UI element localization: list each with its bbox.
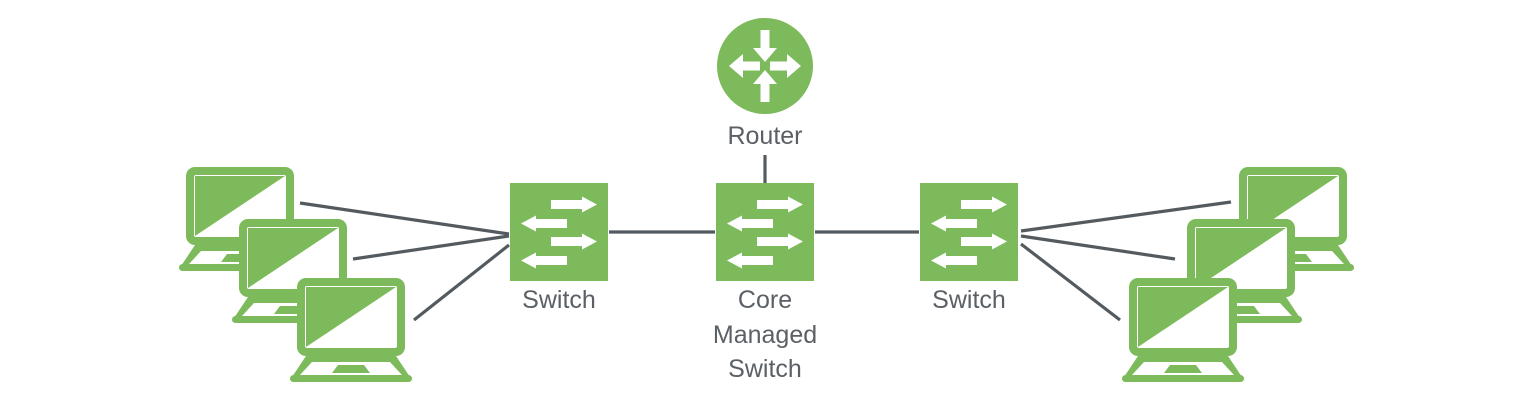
node-switch-right[interactable]: Switch (920, 183, 1018, 314)
link-layer (299, 155, 1232, 322)
laptop-cluster-left (179, 167, 412, 382)
switch-icon[interactable] (920, 183, 1018, 281)
laptop-icon[interactable] (1122, 278, 1244, 382)
link-switch-right-to-laptop-right-1 (1020, 200, 1232, 233)
router-icon[interactable] (717, 18, 813, 114)
node-switch-left[interactable]: Switch (510, 183, 608, 314)
node-router[interactable]: Router (717, 18, 813, 150)
laptop-cluster-right (1122, 167, 1354, 382)
core-switch-label-line-2: Managed (713, 321, 817, 349)
switch-icon[interactable] (716, 183, 814, 281)
switch-icon[interactable] (510, 183, 608, 281)
core-switch-label-line-1: Core (738, 286, 792, 314)
core-switch-label-line-3: Switch (728, 355, 802, 383)
link-laptop-left-1-to-switch-left (299, 201, 510, 236)
switch-right-label: Switch (932, 286, 1006, 314)
router-label: Router (727, 122, 802, 150)
link-laptop-left-3-to-switch-left (413, 243, 510, 322)
laptop-icon[interactable] (290, 278, 412, 382)
node-core-managed-switch[interactable]: Core Managed Switch (713, 183, 817, 383)
link-laptop-left-2-to-switch-left (352, 234, 510, 261)
link-switch-right-to-laptop-right-2 (1020, 234, 1176, 261)
link-switch-right-to-laptop-right-3 (1020, 242, 1121, 322)
switch-left-label: Switch (522, 286, 596, 314)
